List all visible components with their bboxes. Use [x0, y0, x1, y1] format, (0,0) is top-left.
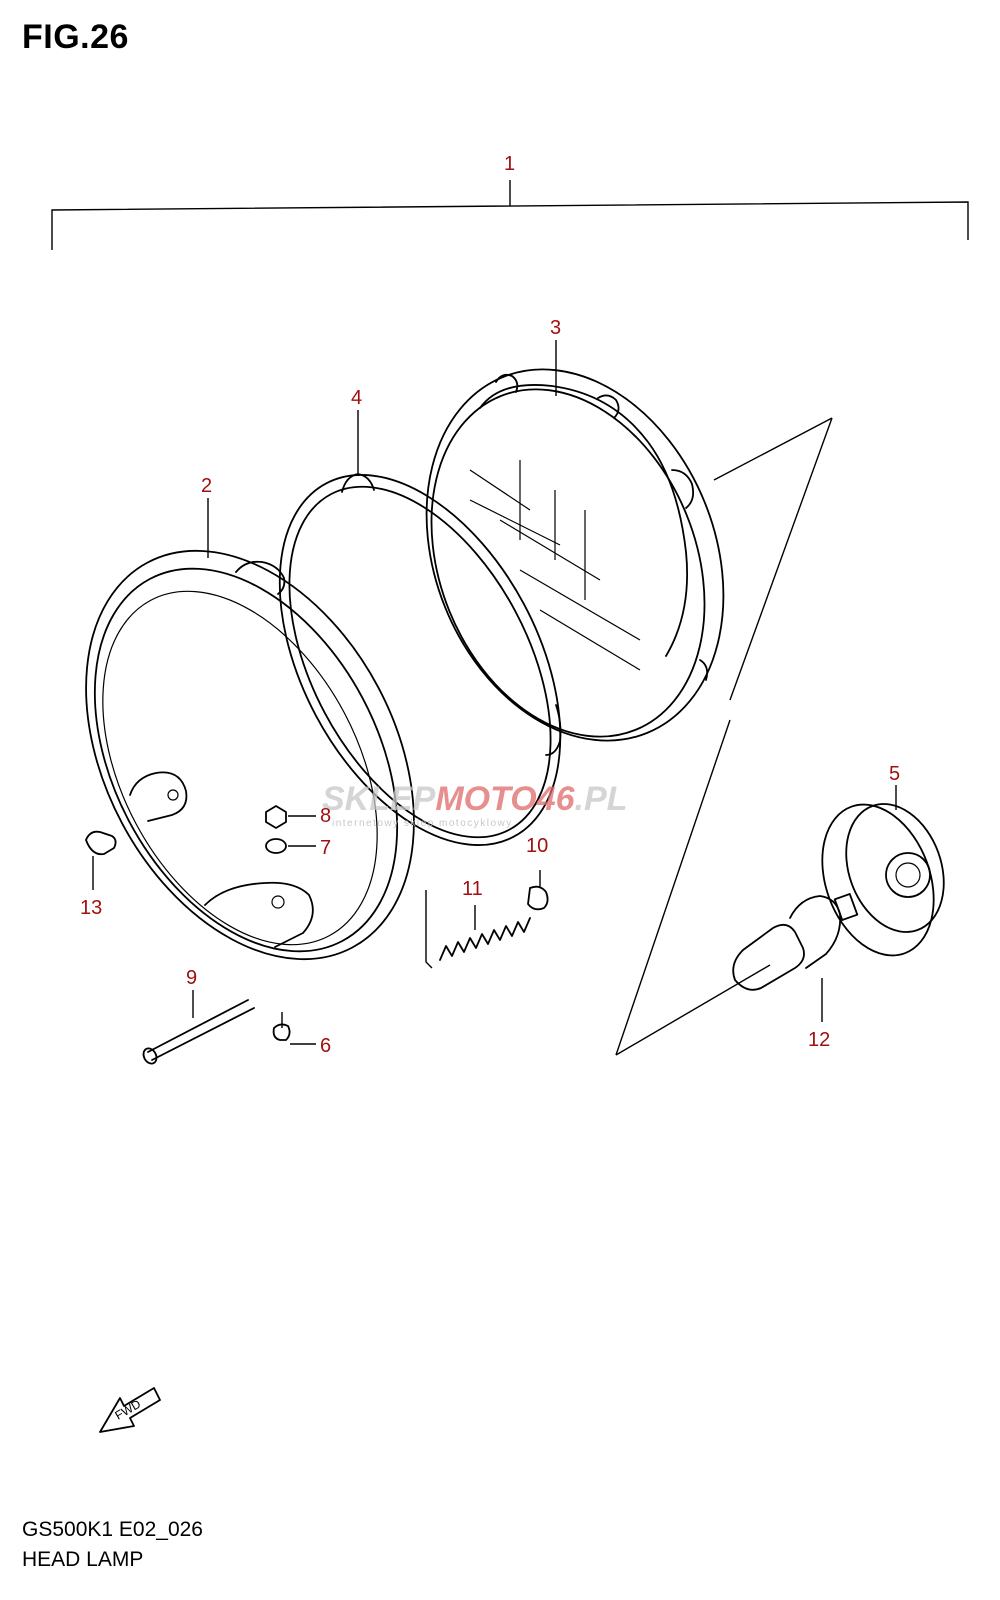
callout-8: 8: [320, 805, 331, 827]
watermark: SKLEPMOTO46.PL internetowy sklep motocyk…: [322, 780, 627, 829]
callout-10: 10: [526, 835, 548, 857]
callout-13: 13: [80, 897, 102, 919]
adjuster-nut: [527, 870, 549, 911]
callout-11: 11: [462, 878, 483, 900]
headlamp-rim: [85, 549, 415, 961]
assembly-bracket: [51, 180, 969, 250]
long-screw: [142, 990, 255, 1065]
watermark-brand-red: MOTO46: [435, 780, 575, 818]
small-screw: [272, 1012, 316, 1045]
mounting-bolt: [85, 830, 117, 890]
lens-pattern: [469, 460, 641, 671]
watermark-subtitle: internetowy sklep motocyklowy: [332, 818, 513, 829]
bulb-socket: [821, 803, 945, 957]
callout-3: 3: [550, 317, 561, 339]
callout-6: 6: [320, 1035, 331, 1057]
callout-9: 9: [186, 967, 197, 989]
callout-4: 4: [351, 387, 362, 409]
callout-1: 1: [504, 153, 515, 175]
forward-arrow-icon: FWD: [99, 1387, 161, 1433]
watermark-brand-suffix: .PL: [575, 780, 628, 818]
adjuster-spring: [425, 890, 531, 969]
rim-gasket: [278, 473, 562, 846]
forward-arrow-label: FWD: [113, 1397, 144, 1423]
assembly-name: HEAD LAMP: [22, 1548, 144, 1571]
socket-group-lines: [615, 417, 833, 1056]
callout-5: 5: [889, 763, 900, 785]
washer: [265, 838, 316, 854]
callout-2: 2: [201, 475, 212, 497]
headlamp-bulb: [732, 893, 859, 1022]
model-code: GS500K1 E02_026: [22, 1518, 203, 1541]
watermark-brand-gray: SKLEP: [322, 780, 436, 818]
callout-12: 12: [808, 1029, 830, 1051]
headlamp-unit: [425, 368, 725, 742]
figure-title: FIG.26: [22, 18, 129, 56]
svg-text:SKLEPMOTO46.PL: SKLEPMOTO46.PL: [322, 780, 627, 818]
hex-nut: [265, 805, 316, 829]
callout-7: 7: [320, 837, 331, 859]
